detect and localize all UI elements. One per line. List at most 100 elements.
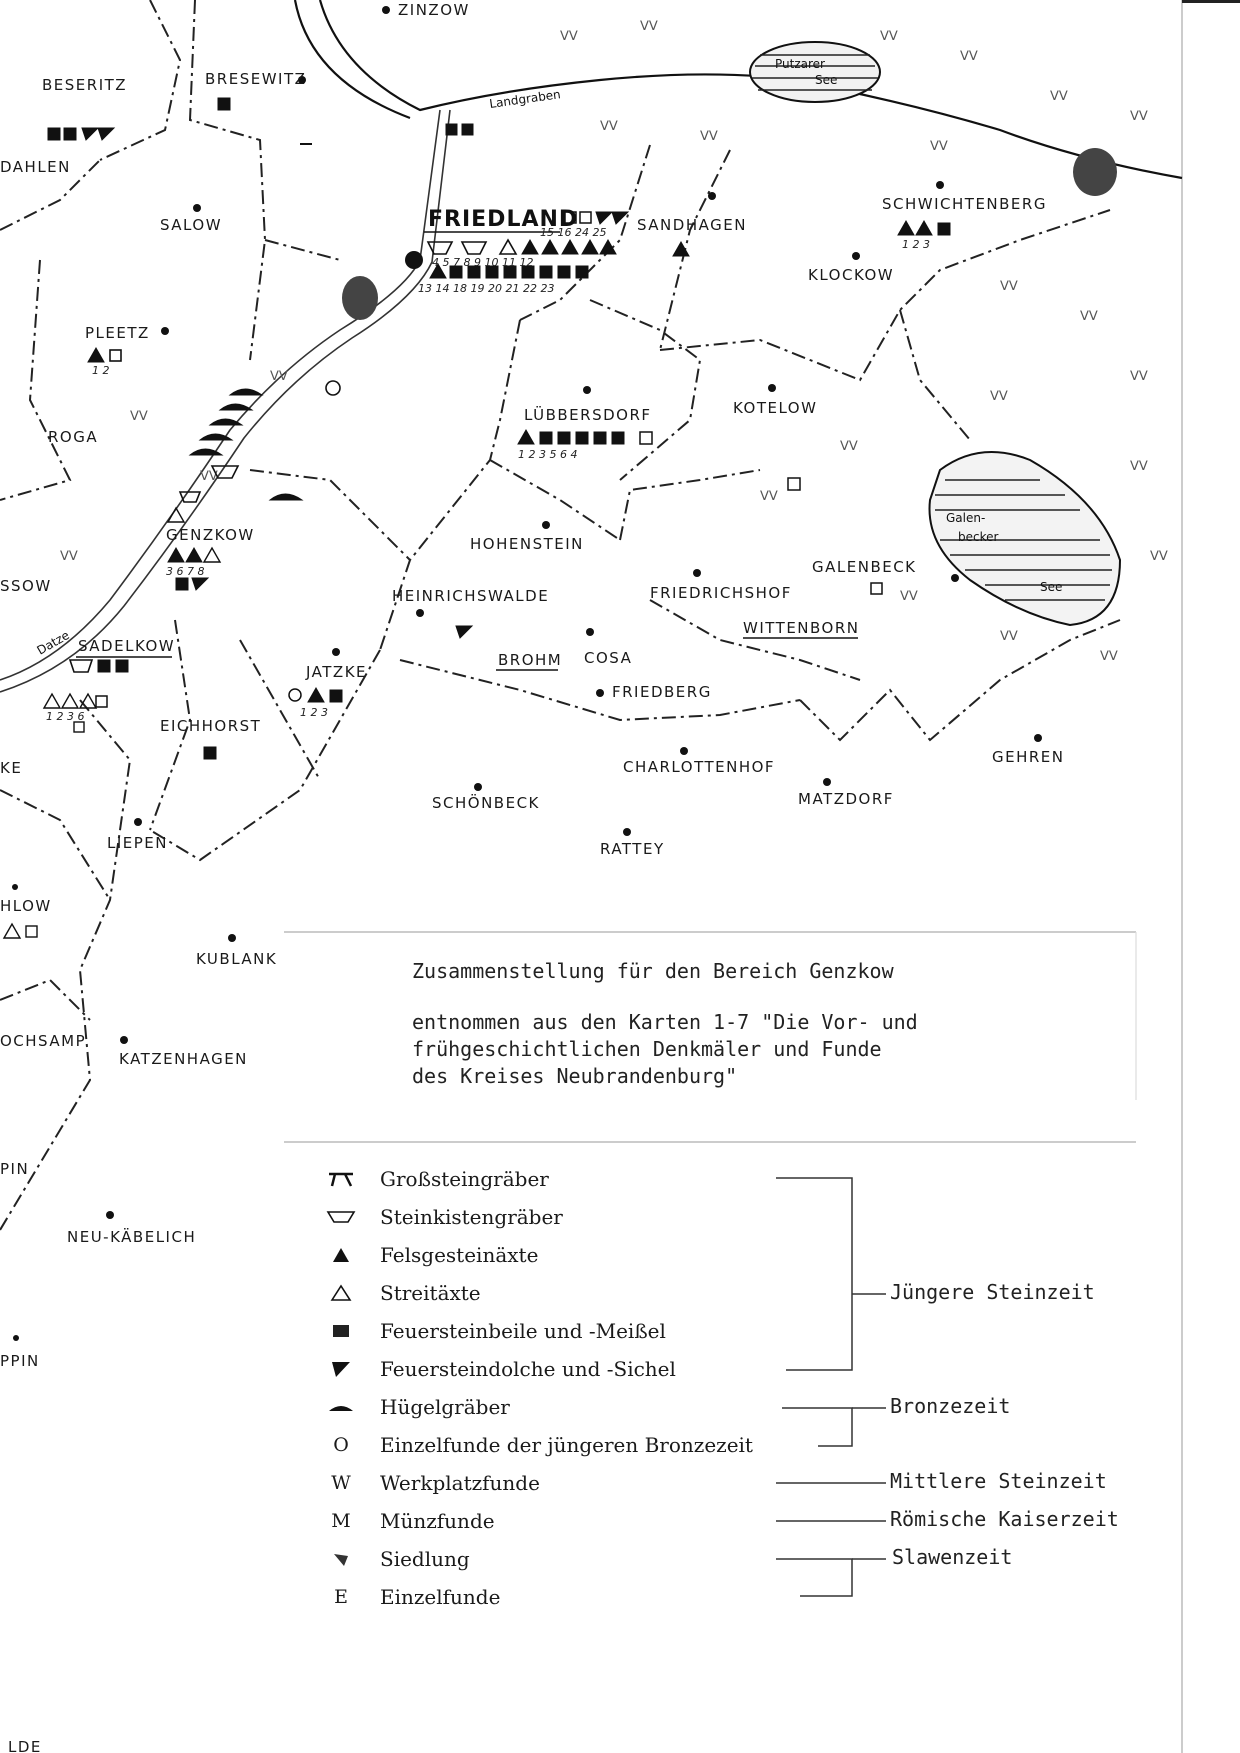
luebbersdorf-symbols bbox=[517, 428, 653, 445]
settlement-dots bbox=[12, 6, 1042, 1341]
place-salow: SALOW bbox=[160, 216, 222, 234]
feuersteindolch-icon bbox=[320, 1360, 362, 1378]
galenbecker-label-1: Galen- bbox=[946, 511, 985, 525]
felsgestein-icon bbox=[320, 1246, 362, 1264]
place-neu-kaebelich: NEU-KÄBELICH bbox=[67, 1227, 196, 1246]
place-heinrichswalde: HEINRICHSWALDE bbox=[392, 587, 549, 605]
svg-text:ᐯᐯ: ᐯᐯ bbox=[700, 129, 718, 144]
svg-text:ᐯᐯ: ᐯᐯ bbox=[1050, 89, 1068, 104]
river-west bbox=[0, 109, 441, 681]
legend-brackets bbox=[776, 1177, 886, 1597]
svg-text:ᐯᐯ: ᐯᐯ bbox=[960, 49, 978, 64]
steinkiste-icon bbox=[320, 1209, 362, 1225]
svg-text:ᐯᐯ: ᐯᐯ bbox=[900, 589, 918, 604]
feuersteinbeil-icon bbox=[320, 1323, 362, 1339]
place-jatzke: JATZKE bbox=[305, 663, 367, 681]
place-gehren: GEHREN bbox=[992, 748, 1065, 766]
wittenborn-symbol bbox=[870, 582, 883, 595]
siedlung-icon bbox=[320, 1550, 362, 1568]
borders bbox=[0, 0, 1121, 1231]
sandhagen-symbol bbox=[672, 240, 690, 257]
galenbecker-label-2: becker bbox=[958, 530, 999, 544]
place-charlottenhof: CHARLOTTENHOF bbox=[623, 758, 775, 776]
svg-text:13 14 18 19 20 21 22 23: 13 14 18 19 20 21 22 23 bbox=[418, 282, 554, 295]
svg-text:15 16 24 25: 15 16 24 25 bbox=[540, 226, 606, 239]
place-cosa: COSA bbox=[584, 649, 632, 667]
place-roga: ROGA bbox=[48, 428, 98, 446]
svg-text:ᐯᐯ: ᐯᐯ bbox=[1000, 279, 1018, 294]
edge-ochsamp: OCHSAMP bbox=[0, 1032, 86, 1050]
huegelgraeber-symbols bbox=[188, 388, 304, 501]
edge-hlow: HLOW bbox=[0, 897, 52, 915]
river-north bbox=[318, 0, 1183, 180]
heinrichswalde-symbol bbox=[455, 625, 474, 639]
place-beseritz: BESERITZ bbox=[42, 76, 127, 94]
place-sandhagen: SANDHAGEN bbox=[637, 216, 747, 234]
svg-text:ᐯᐯ: ᐯᐯ bbox=[1130, 369, 1148, 384]
svg-text:ᐯᐯ: ᐯᐯ bbox=[1080, 309, 1098, 324]
edge-pin: PIN bbox=[0, 1160, 29, 1178]
putzarer-label-2: See bbox=[815, 73, 837, 87]
place-friedberg: FRIEDBERG bbox=[612, 683, 712, 701]
huegelgrab-icon bbox=[320, 1401, 362, 1413]
pleetz-symbols bbox=[87, 346, 122, 363]
beseritz-symbols bbox=[47, 97, 474, 141]
putzarer-label-1: Putzarer bbox=[775, 57, 825, 71]
place-katzenhagen: KATZENHAGEN bbox=[119, 1050, 248, 1068]
w-letter-icon: W bbox=[331, 1472, 351, 1494]
jatzke-symbols bbox=[288, 686, 343, 703]
svg-text:1 2 3: 1 2 3 bbox=[300, 706, 328, 719]
find-symbols bbox=[2, 97, 951, 939]
caption-title: Zusammenstellung für den Bereich Genzkow bbox=[412, 959, 894, 983]
river-west-2 bbox=[0, 109, 451, 693]
place-brohm: BROHM bbox=[498, 651, 562, 669]
grossstein-icon bbox=[320, 1170, 362, 1188]
svg-text:ᐯᐯ: ᐯᐯ bbox=[880, 29, 898, 44]
era-roemische-kaiserzeit: Römische Kaiserzeit bbox=[890, 1507, 1119, 1531]
legend-row-steinkiste: Steinkistengräber bbox=[320, 1202, 563, 1232]
era-bronzezeit: Bronzezeit bbox=[890, 1394, 1011, 1418]
legend-row-feuersteinbeil: Feuersteinbeile und -Meißel bbox=[320, 1316, 666, 1346]
small-lake-friedland bbox=[342, 276, 378, 320]
galenbecker-label-3: See bbox=[1040, 580, 1062, 594]
legend-row-einzelfunde: E Einzelfunde bbox=[320, 1582, 500, 1612]
svg-text:1 2: 1 2 bbox=[92, 364, 110, 377]
roga-o-symbol bbox=[325, 380, 341, 396]
place-friedland: FRIEDLAND bbox=[428, 207, 578, 232]
svg-text:ᐯᐯ: ᐯᐯ bbox=[640, 19, 658, 34]
e-letter-icon: E bbox=[334, 1586, 348, 1608]
place-kublank: KUBLANK bbox=[196, 950, 277, 968]
place-schoenbeck: SCHÖNBECK bbox=[432, 793, 540, 812]
place-wittenborn: WITTENBORN bbox=[743, 619, 860, 637]
era-mittlere-steinzeit: Mittlere Steinzeit bbox=[890, 1469, 1107, 1493]
svg-text:ᐯᐯ: ᐯᐯ bbox=[990, 389, 1008, 404]
svg-text:ᐯᐯ: ᐯᐯ bbox=[600, 119, 618, 134]
place-dahlen: DAHLEN bbox=[0, 158, 71, 176]
o-letter-icon: O bbox=[333, 1434, 349, 1456]
legend-row-streitaxt: Streitäxte bbox=[320, 1278, 481, 1308]
place-names: ZINZOW BESERITZ BRESEWITZ DAHLEN SALOW F… bbox=[0, 1, 1065, 1753]
place-sadelkow: SADELKOW bbox=[78, 637, 175, 655]
m-letter-icon: M bbox=[331, 1510, 351, 1532]
place-bresewitz: BRESEWITZ bbox=[205, 70, 306, 88]
edge-lde: LDE bbox=[8, 1738, 42, 1753]
svg-text:4 5 7 8 9 10 11 12: 4 5 7 8 9 10 11 12 bbox=[432, 256, 533, 269]
eichhorst-symbol bbox=[203, 746, 217, 760]
era-juengere-steinzeit: Jüngere Steinzeit bbox=[890, 1280, 1095, 1304]
caption-source-3: des Kreises Neubrandenburg" bbox=[412, 1064, 738, 1088]
schwichtenberg-symbols bbox=[897, 219, 951, 236]
place-rattey: RATTEY bbox=[600, 840, 665, 858]
svg-text:ᐯᐯ: ᐯᐯ bbox=[840, 439, 858, 454]
place-galenbeck: GALENBECK bbox=[812, 558, 917, 576]
svg-text:1 2 3 5 6 4: 1 2 3 5 6 4 bbox=[518, 448, 577, 461]
legend-row-grossstein: Großsteingräber bbox=[320, 1164, 549, 1194]
place-hohenstein: HOHENSTEIN bbox=[470, 535, 584, 553]
place-luebbersdorf: LÜBBERSDORF bbox=[524, 405, 652, 424]
svg-text:ᐯᐯ: ᐯᐯ bbox=[1130, 459, 1148, 474]
galenbecker-hatch bbox=[935, 479, 1112, 601]
legend-row-muenzfunde: M Münzfunde bbox=[320, 1506, 494, 1536]
place-matzdorf: MATZDORF bbox=[798, 790, 894, 808]
caption-block: Zusammenstellung für den Bereich Genzkow… bbox=[412, 958, 1132, 1090]
